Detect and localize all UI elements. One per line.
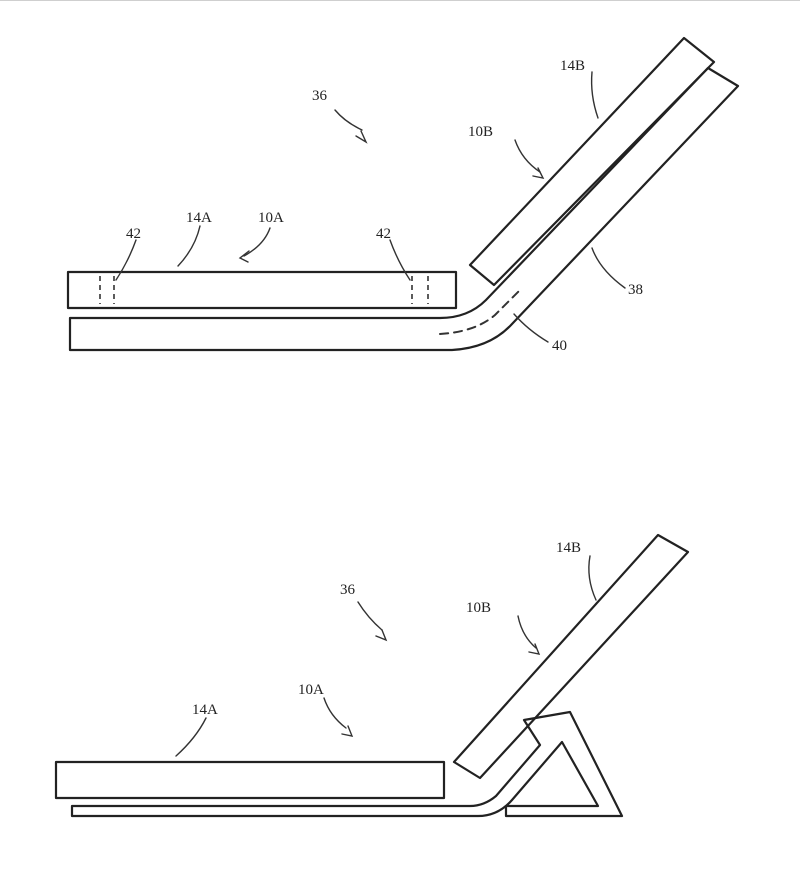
label-36-top: 36: [312, 88, 328, 104]
bottom-figure: 36 14B 10B 14A 10A: [54, 533, 690, 818]
arrow-10A-bottom: [341, 725, 354, 737]
arrow-10A-top: [238, 250, 250, 263]
top-cover-38: [68, 66, 740, 352]
leader-42-right: [389, 239, 411, 281]
label-14B-bottom: 14B: [556, 540, 581, 556]
leader-36-bottom: [357, 601, 383, 631]
top-device-14A: [66, 270, 458, 310]
label-14B-top: 14B: [560, 58, 585, 74]
arrow-10B-bottom: [528, 643, 541, 655]
top-figure: 36 14B 10B 14A 10A 42 42 38 40: [66, 36, 740, 354]
label-38: 38: [628, 282, 643, 298]
top-hinge-40: [439, 289, 521, 335]
label-42-left: 42: [126, 226, 141, 242]
leader-14B-bottom: [588, 555, 597, 601]
label-10A-top: 10A: [258, 210, 284, 226]
arrow-10B-top: [532, 167, 545, 179]
top-border-line: [0, 0, 800, 1]
bottom-device-14A: [54, 760, 446, 800]
leader-10B-bottom: [517, 615, 537, 649]
label-36-bottom: 36: [340, 582, 356, 598]
arrow-36-bottom: [375, 629, 388, 642]
label-10A-bottom: 10A: [298, 682, 324, 698]
bottom-cover-stand: [70, 710, 624, 818]
leader-14A-top: [177, 225, 201, 267]
label-14A-top: 14A: [186, 210, 212, 226]
leader-42-left: [115, 239, 137, 281]
leader-14B-top: [590, 71, 599, 119]
label-40: 40: [552, 338, 567, 354]
label-10B-bottom: 10B: [466, 600, 491, 616]
leader-10B-top: [514, 139, 541, 173]
leader-36-top: [334, 109, 363, 131]
leader-14A-bottom: [175, 717, 207, 757]
bottom-device-14B: [452, 533, 690, 780]
arrow-36-top: [355, 130, 368, 144]
leader-40: [513, 313, 549, 343]
leader-10A-top: [243, 227, 271, 257]
leader-38: [591, 247, 626, 289]
top-device-14B: [468, 36, 716, 287]
label-14A-bottom: 14A: [192, 702, 218, 718]
label-42-right: 42: [376, 226, 391, 242]
leader-10A-bottom: [323, 697, 347, 729]
label-10B-top: 10B: [468, 124, 493, 140]
